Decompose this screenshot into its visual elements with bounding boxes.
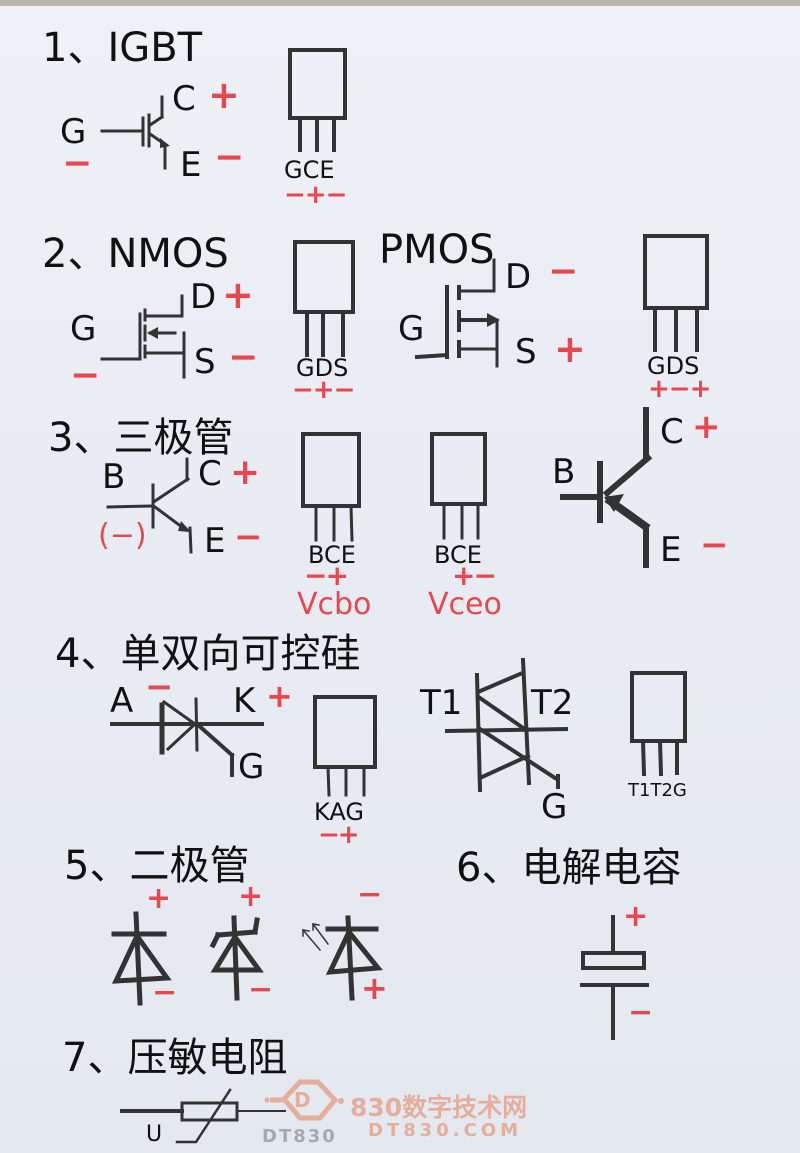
- package2-signs: +−: [452, 559, 497, 592]
- pnp-c-sign: +: [692, 407, 721, 447]
- igbt-pin-e: E: [180, 145, 202, 185]
- section-title-capacitor: 6、电解电容: [456, 845, 682, 891]
- diode1-top-sign: +: [146, 881, 172, 916]
- triac-package-icon: [630, 671, 687, 777]
- diode3-bottom-sign: +: [361, 969, 388, 1007]
- section-title-igbt: 1、IGBT: [42, 25, 203, 71]
- pnp-pin-b: B: [552, 452, 576, 492]
- nmos-package-signs: −+−: [292, 375, 355, 405]
- diode-symbol-icon: [111, 911, 172, 1006]
- igbt-package-icon: [288, 48, 347, 152]
- package1-label: BCE: [308, 541, 356, 569]
- pmos-pin-d: D: [505, 257, 532, 297]
- package1-note-vcbo: Vcbo: [297, 587, 372, 622]
- triac-pin-g: G: [541, 787, 568, 827]
- package2-label: BCE: [434, 541, 482, 569]
- npn-pin-e: E: [204, 521, 226, 561]
- capacitor-minus-sign: −: [628, 995, 654, 1030]
- scr-pin-k: K: [233, 681, 256, 721]
- photo-edge: [0, 0, 800, 6]
- scr-pin-g: G: [238, 747, 265, 787]
- igbt-package-signs: −+−: [284, 180, 347, 210]
- diode1-bottom-sign: −: [152, 975, 178, 1010]
- kag-package-icon: [313, 695, 377, 797]
- igbt-c-sign: +: [208, 73, 240, 117]
- triac-pin-t1: T1: [420, 683, 463, 723]
- igbt-e-sign: −: [214, 137, 245, 178]
- diode2-bottom-sign: −: [248, 972, 274, 1007]
- section-title-varistor: 7、压敏电阻: [62, 1035, 288, 1081]
- watermark-site-name: 830数字技术网: [350, 1093, 528, 1122]
- igbt-symbol-icon: [100, 95, 169, 170]
- scr-k-sign: +: [266, 677, 293, 715]
- triac-symbol-icon: [444, 657, 569, 793]
- scr-symbol-icon: [110, 697, 264, 777]
- bce-package-vcbo-icon: [301, 432, 361, 542]
- npn-b-sign: (−): [98, 518, 147, 553]
- nmos-package-icon: [293, 240, 355, 357]
- npn-e-sign: −: [234, 517, 263, 557]
- scr-package-signs: −+: [318, 820, 360, 850]
- package1-signs: −+: [304, 559, 349, 592]
- electrolytic-capacitor-symbol-icon: [580, 915, 649, 1040]
- igbt-pin-c: C: [172, 79, 196, 119]
- watermark-logo-icon: [264, 1079, 344, 1121]
- npn-c-sign: +: [230, 452, 261, 493]
- nmos-pin-d: D: [190, 277, 217, 317]
- pmos-pin-s: S: [515, 332, 537, 372]
- triac-package-label: T1T2G: [628, 780, 687, 801]
- photodiode-symbol-icon: [325, 915, 383, 1001]
- pmos-s-sign: +: [554, 327, 586, 371]
- igbt-pin-g: G: [60, 112, 87, 152]
- varistor-symbol-icon: [120, 1088, 286, 1144]
- triac-pin-t2: T2: [531, 683, 574, 723]
- npn-pin-c: C: [198, 454, 222, 494]
- section-title-thyristor: 4、单双向可控硅: [55, 631, 361, 677]
- pnp-e-sign: −: [700, 525, 729, 565]
- nmos-package-label: GDS: [296, 354, 349, 382]
- npn-pin-b: B: [102, 457, 126, 497]
- varistor-label-u: U: [146, 1122, 163, 1147]
- section-title-diode: 5、二极管: [64, 843, 250, 889]
- nmos-d-sign: +: [222, 273, 254, 317]
- pmos-package-signs: +−+: [648, 374, 711, 404]
- pnp-pin-c: C: [660, 412, 684, 452]
- pmos-d-sign: −: [548, 251, 579, 292]
- igbt-package-label: GCE: [284, 156, 335, 184]
- watermark-site-url: DT830.COM: [368, 1120, 523, 1141]
- capacitor-plus-sign: +: [623, 899, 649, 934]
- section-title-transistor: 3、三极管: [48, 415, 234, 461]
- package2-note-vceo: Vceo: [428, 587, 502, 622]
- igbt-g-sign: −: [62, 143, 93, 184]
- nmos-symbol-icon: [100, 294, 186, 379]
- section-title-nmos: 2、NMOS: [42, 231, 229, 277]
- pnp-transistor-symbol-icon: [560, 407, 653, 568]
- nmos-pin-s: S: [194, 342, 216, 382]
- pmos-title: PMOS: [379, 227, 495, 273]
- diode3-top-sign: −: [357, 877, 383, 912]
- nmos-pin-g: G: [70, 309, 97, 349]
- scr-pin-a: A: [110, 681, 134, 721]
- diode2-top-sign: +: [238, 879, 264, 914]
- pmos-pin-g: G: [398, 309, 425, 349]
- pmos-package-icon: [643, 234, 709, 352]
- nmos-g-sign: −: [70, 355, 101, 396]
- watermark-logo-text: DT830: [262, 1126, 337, 1147]
- bce-package-vceo-icon: [430, 432, 487, 540]
- scr-a-sign: −: [145, 667, 174, 707]
- pmos-symbol-icon: [414, 258, 499, 368]
- pnp-pin-e: E: [660, 530, 682, 570]
- nmos-s-sign: −: [228, 337, 259, 378]
- light-arrows-icon: [301, 922, 330, 952]
- scr-package-label: KAG: [314, 798, 364, 826]
- zener-diode-symbol-icon: [209, 915, 264, 1001]
- pmos-package-label: GDS: [647, 352, 700, 380]
- watermark-logo-letter: D: [294, 1088, 311, 1112]
